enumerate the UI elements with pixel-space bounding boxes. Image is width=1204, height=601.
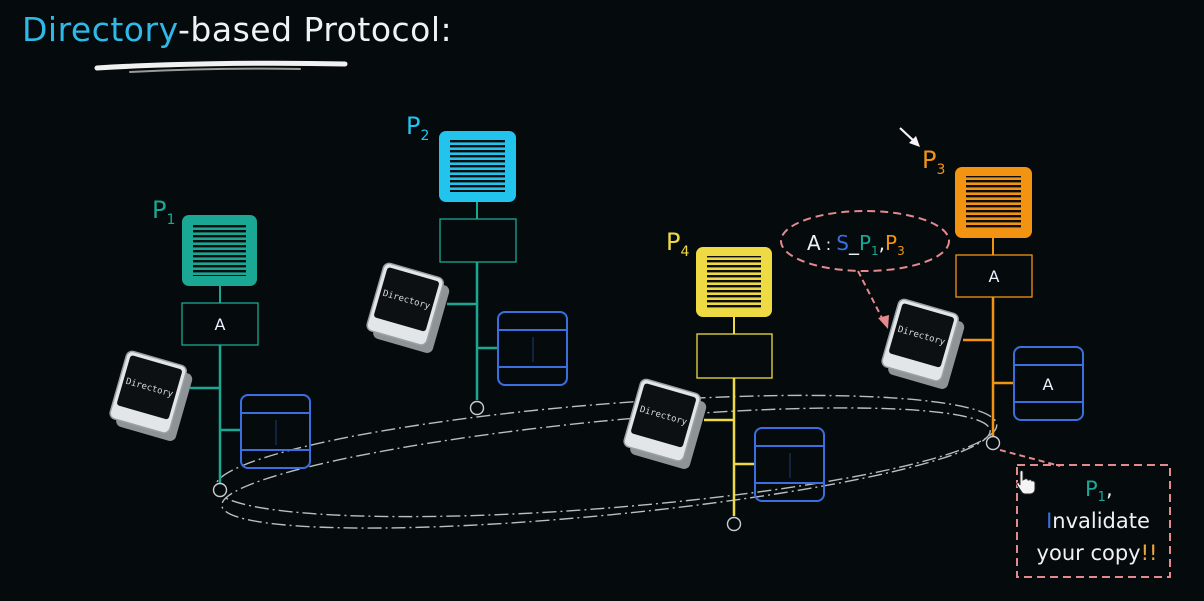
note-line2: Invalidate [1046,509,1150,533]
cache-p4 [696,333,773,379]
ring-node-p4 [726,516,742,532]
ring-node-p3 [985,435,1001,451]
page-title: Directory-based Protocol: [22,10,452,49]
title-highlight: Directory [22,10,179,49]
processor-label-p2: P2 [406,112,429,144]
processor-label-p4: P4 [666,228,689,260]
interconnect-ring [214,394,998,529]
directory-entry-text: A : S_P1,P3 [807,231,905,258]
processor-node-p2: P2 Directory [366,112,568,416]
cache-value-p1: A [215,315,226,334]
directory-book-icon: Directory [881,298,965,389]
note-line1: P1, [1085,477,1113,505]
memory-p4 [754,427,825,502]
hand-cursor-icon [1016,470,1036,495]
processor-label-p3: P3 [922,146,945,178]
ring-node-p2 [469,400,485,416]
directory-entry-callout: A : S_P1,P3 [780,210,950,329]
directory-book-icon: Directory [109,350,193,441]
memory-value-p3: A [1043,375,1054,394]
processor-label-p1: P1 [152,196,175,228]
memory-p1 [240,394,311,469]
cache-p2 [439,218,517,263]
directory-book-icon: Directory [366,262,450,353]
memory-p3 [1013,346,1084,421]
arrow-pointer-icon [899,127,920,147]
ring-node-p1 [212,482,228,498]
title-rest: -based Protocol: [178,10,453,49]
directory-book-icon: Directory [623,378,707,469]
note-line3: your copy!! [1037,541,1158,565]
invalidate-note: P1, Invalidate your copy!! [999,449,1171,578]
cache-value-p3: A [989,267,1000,286]
title-underline [94,60,348,71]
memory-p2 [497,311,568,386]
processor-node-p4: P4 Directory [623,228,825,532]
processor-node-p3: P3 A A Directory [881,127,1084,451]
processor-node-p1: P1 A Directory [109,196,311,498]
